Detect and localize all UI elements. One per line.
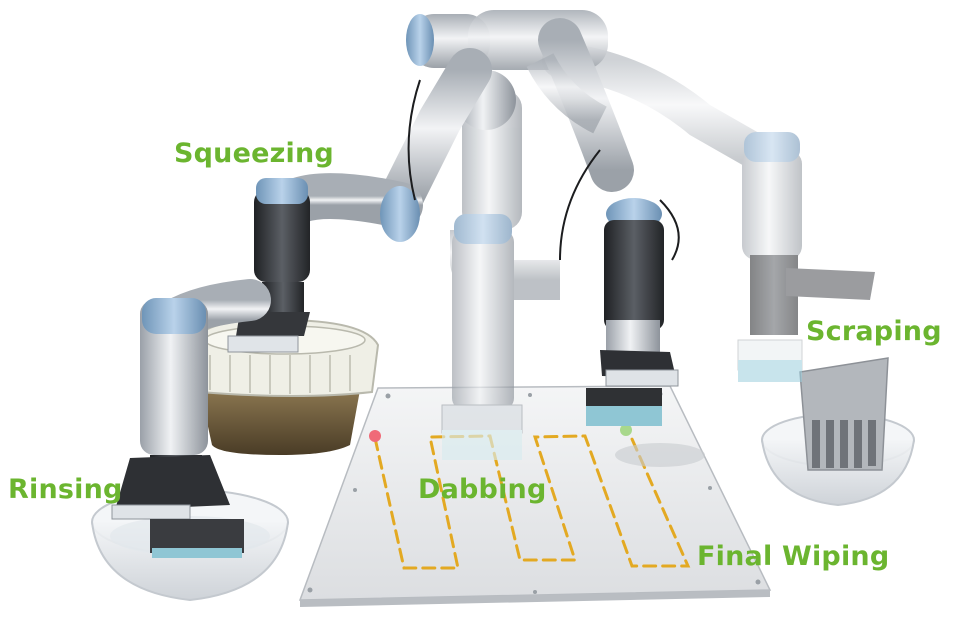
label-rinsing: Rinsing [8,474,123,505]
robot-cables [407,79,680,261]
robot-arm-dabbing [441,90,560,460]
label-squeezing: Squeezing [174,138,334,169]
path-end-marker [620,424,632,436]
pad-shadow [615,443,705,467]
scraping-bowl [761,357,915,507]
label-dabbing: Dabbing [418,474,547,505]
platform [298,385,772,607]
robot-arm-rinsing [111,279,271,558]
robot-arm-squeezing [227,48,492,353]
label-scraping: Scraping [806,316,942,347]
robot-arm-final-wiping [526,18,679,426]
wiping-path [373,428,691,570]
path-start-marker [369,430,381,442]
label-final-wiping: Final Wiping [697,541,890,572]
